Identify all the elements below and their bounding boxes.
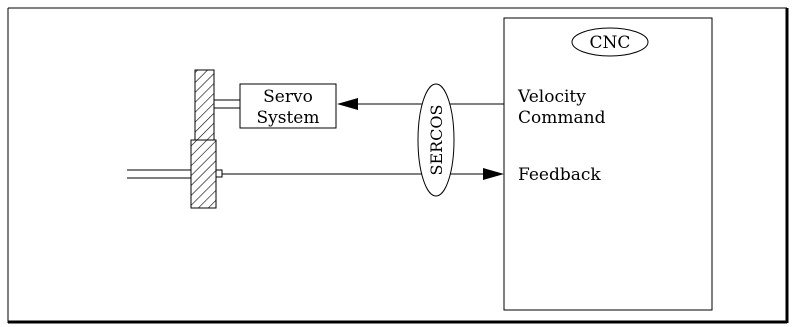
cnc-title: CNC	[590, 33, 631, 53]
cnc-box	[503, 17, 713, 311]
outer-frame	[7, 7, 789, 324]
servo-label-line2: System	[257, 108, 320, 128]
sercos-oval	[417, 83, 455, 197]
velocity-arrowhead	[337, 98, 358, 110]
motor-block	[194, 69, 215, 141]
encoder-connector	[215, 169, 223, 178]
feedback-label: Feedback	[518, 165, 601, 185]
velocity-label-line1: Velocity	[517, 87, 586, 107]
sercos-label: SERCOS	[427, 104, 446, 175]
cnc-title-oval	[571, 27, 649, 57]
velocity-label-line2: Command	[518, 108, 606, 128]
encoder-block	[190, 139, 217, 209]
shaft	[127, 169, 191, 179]
feedback-arrowhead	[483, 168, 504, 180]
servo-motor-link	[214, 99, 240, 109]
servo-system-box	[239, 83, 337, 129]
servo-label-line1: Servo	[263, 87, 313, 107]
